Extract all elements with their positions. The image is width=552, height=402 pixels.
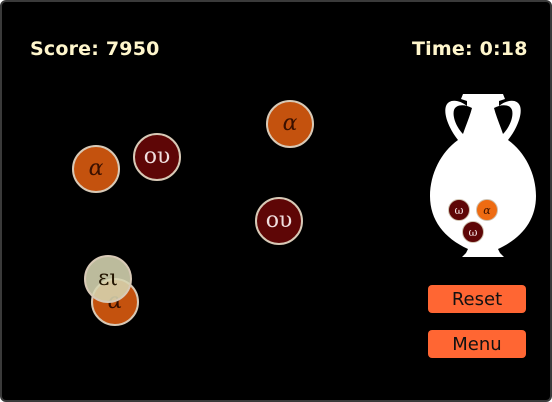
menu-button[interactable]: Menu bbox=[428, 330, 526, 358]
vase-item-symbol: ω bbox=[454, 203, 464, 217]
tile-symbol: ου bbox=[143, 144, 171, 169]
reset-button[interactable]: Reset bbox=[428, 285, 526, 313]
vase-item-omega-1: ω bbox=[448, 199, 470, 221]
tile-symbol: α bbox=[88, 156, 104, 181]
tile-alpha-2[interactable]: α bbox=[266, 100, 314, 148]
vase-item-omega-2: ω bbox=[462, 221, 484, 243]
tile-ou-2[interactable]: ου bbox=[255, 197, 303, 245]
time-display: Time: 0:18 bbox=[412, 38, 528, 60]
vase-item-symbol: α bbox=[483, 203, 491, 217]
tile-ou-1[interactable]: ου bbox=[133, 133, 181, 181]
tile-symbol: α bbox=[282, 111, 298, 136]
tile-symbol: ου bbox=[265, 208, 293, 233]
tile-symbol: ει bbox=[97, 266, 119, 291]
vase-item-symbol: ω bbox=[468, 225, 478, 239]
tile-ei-1[interactable]: ει bbox=[84, 255, 132, 303]
score-display: Score: 7950 bbox=[30, 38, 160, 60]
vase-item-alpha: α bbox=[476, 199, 498, 221]
tile-alpha-1[interactable]: α bbox=[72, 145, 120, 193]
vase-target[interactable]: ω α ω bbox=[420, 90, 546, 260]
